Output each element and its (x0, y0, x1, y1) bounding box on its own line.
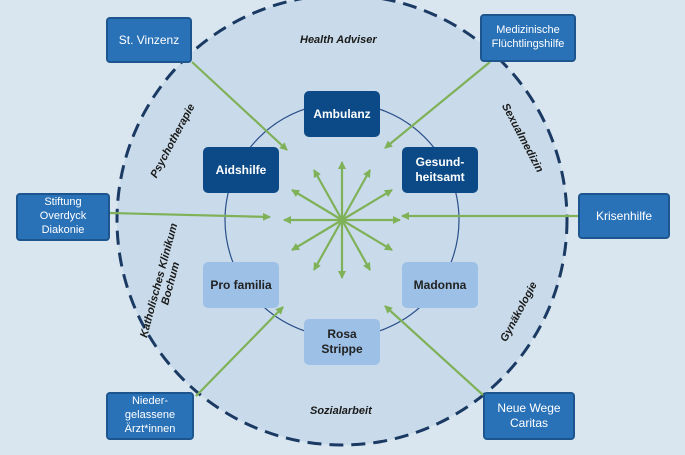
node-pro-familia: Pro familia (203, 262, 279, 308)
external-arrows (109, 61, 578, 397)
arrow-neue-wege (384, 305, 484, 396)
node-gesundheitsamt: Gesund- heitsamt (402, 147, 478, 193)
node-medizinische-fluechtlingshilfe: Medizinische Flüchtlingshilfe (480, 14, 576, 62)
node-krisenhilfe: Krisenhilfe (578, 193, 670, 239)
radial-arrow (313, 219, 343, 271)
radial-arrow (341, 219, 371, 271)
node-st-vinzenz: St. Vinzenz (106, 17, 192, 63)
radial-arrow (291, 189, 343, 221)
radial-arrow (291, 219, 343, 251)
node-rosa-strippe: Rosa Strippe (304, 319, 380, 365)
node-niedergelassene-aerzte: Nieder- gelassene Ärzt*innen (106, 392, 194, 440)
node-stiftung-overdyck: Stiftung Overdyck Diakonie (16, 193, 110, 241)
ring-label-sozialarbeit: Sozialarbeit (310, 405, 372, 417)
node-madonna: Madonna (402, 262, 478, 308)
node-aidshilfe: Aidshilfe (203, 147, 279, 193)
node-ambulanz: Ambulanz (304, 91, 380, 137)
radial-arrows (283, 161, 401, 279)
radial-arrow (341, 219, 393, 251)
arrow-stiftung-overdyck (109, 211, 271, 221)
radial-arrow (341, 189, 393, 221)
node-neue-wege-caritas: Neue Wege Caritas (483, 392, 575, 440)
arrow-niedergelassene (195, 306, 284, 397)
radial-arrow (313, 169, 343, 221)
arrow-st-vinzenz (191, 61, 288, 151)
arrow-fluechtlingshilfe (384, 61, 491, 149)
ring-label-health-adviser: Health Adviser (300, 34, 377, 46)
radial-arrow (341, 169, 371, 221)
